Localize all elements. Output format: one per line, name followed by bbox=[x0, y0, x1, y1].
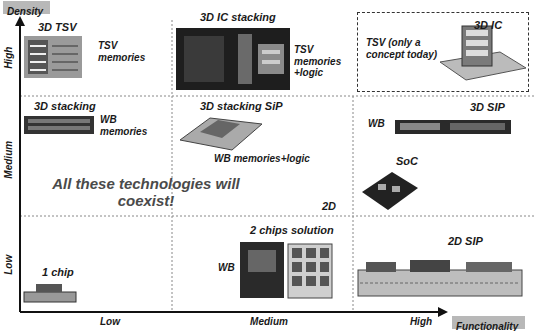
axis-tick-label: Medium bbox=[3, 130, 15, 190]
concept-chip-picture bbox=[440, 26, 526, 80]
technology-label: 3D TSV bbox=[38, 21, 98, 34]
technology-label: WB memories bbox=[100, 114, 162, 137]
axis-title: Density bbox=[7, 6, 43, 18]
technology-label: WB bbox=[218, 262, 240, 274]
technology-label: TSV memories bbox=[98, 40, 154, 63]
technology-label: WB bbox=[368, 118, 392, 130]
two-chip-picture bbox=[240, 242, 332, 298]
sip-2d-picture bbox=[358, 260, 522, 296]
tsv-memory-picture bbox=[24, 36, 82, 78]
technology-label: 3D stacking bbox=[34, 100, 124, 113]
stacking-sip-picture bbox=[180, 118, 262, 150]
technology-label: 2 chips solution bbox=[250, 224, 350, 237]
technology-label: 3D SIP bbox=[470, 101, 530, 114]
technology-label: 3D IC stacking bbox=[200, 11, 310, 24]
concept-note: TSV (only a concept today) bbox=[366, 37, 452, 60]
axes bbox=[15, 16, 448, 317]
axis-title-box: Density bbox=[3, 1, 50, 14]
soc-picture bbox=[362, 172, 418, 210]
axis-title-box: Functionality bbox=[452, 316, 525, 329]
sip-3d-picture bbox=[395, 120, 511, 134]
technology-label: 1 chip bbox=[42, 266, 102, 279]
axis-tick-label: Low bbox=[3, 235, 15, 295]
wb-stack-picture bbox=[24, 116, 94, 134]
single-chip-picture bbox=[24, 284, 76, 302]
technology-label: 3D IC bbox=[474, 19, 524, 32]
technology-label: 2D SIP bbox=[448, 235, 518, 248]
ic-stacking-picture bbox=[176, 28, 290, 90]
axis-title: Functionality bbox=[456, 321, 518, 331]
axis-tick-label: High bbox=[3, 28, 15, 88]
grid-lines bbox=[20, 20, 536, 312]
technology-label: SoC bbox=[396, 155, 436, 168]
technology-label: 2D bbox=[322, 200, 350, 213]
technology-label: WB memories+logic bbox=[214, 153, 344, 165]
technology-label: All these technologies will coexist! bbox=[36, 175, 256, 210]
technology-label: Low bbox=[80, 316, 140, 328]
technology-label: 3D stacking SiP bbox=[200, 100, 320, 113]
technology-label: TSV memories +logic bbox=[294, 44, 350, 79]
technology-label: Medium bbox=[234, 316, 304, 328]
concept-dashed-box: TSV (only a concept today) 3D IC bbox=[357, 12, 529, 92]
technology-label: High bbox=[396, 316, 446, 328]
